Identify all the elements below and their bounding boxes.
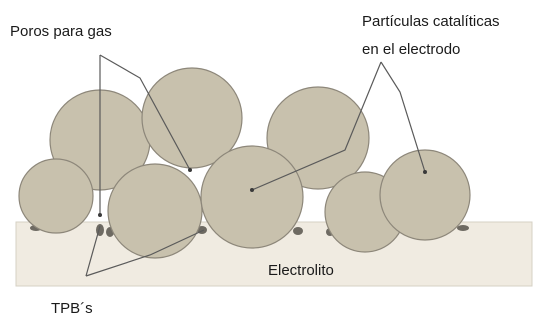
tpb-leader-line: [85, 225, 101, 277]
particle: [379, 149, 471, 241]
particles-label-line2: en el electrodo: [362, 41, 461, 58]
particle: [200, 145, 304, 249]
pointer-dot: [250, 188, 254, 192]
particles-label-line1: Partículas catalíticas: [362, 13, 500, 30]
tpb-label: TPB´s: [51, 300, 93, 317]
leader-lines: [85, 54, 426, 277]
pointer-dot: [98, 213, 102, 217]
particle: [18, 158, 94, 234]
pores-label: Poros para gas: [10, 23, 112, 40]
particle: [266, 86, 370, 190]
pointer-dot: [188, 168, 192, 172]
pointer-dot: [423, 170, 427, 174]
catalytic-particles: [18, 67, 471, 259]
particles-leader-line: [380, 61, 426, 173]
tpb-point: [457, 225, 469, 231]
pores-leader-line: [99, 54, 191, 171]
tpb-point: [293, 227, 303, 235]
pointer-dots: [98, 168, 427, 217]
tpb-leader-line: [85, 229, 205, 277]
particle: [107, 163, 203, 259]
particles-leader-line: [251, 61, 382, 191]
particle: [141, 67, 243, 169]
electrolyte-label: Electrolito: [268, 262, 334, 279]
